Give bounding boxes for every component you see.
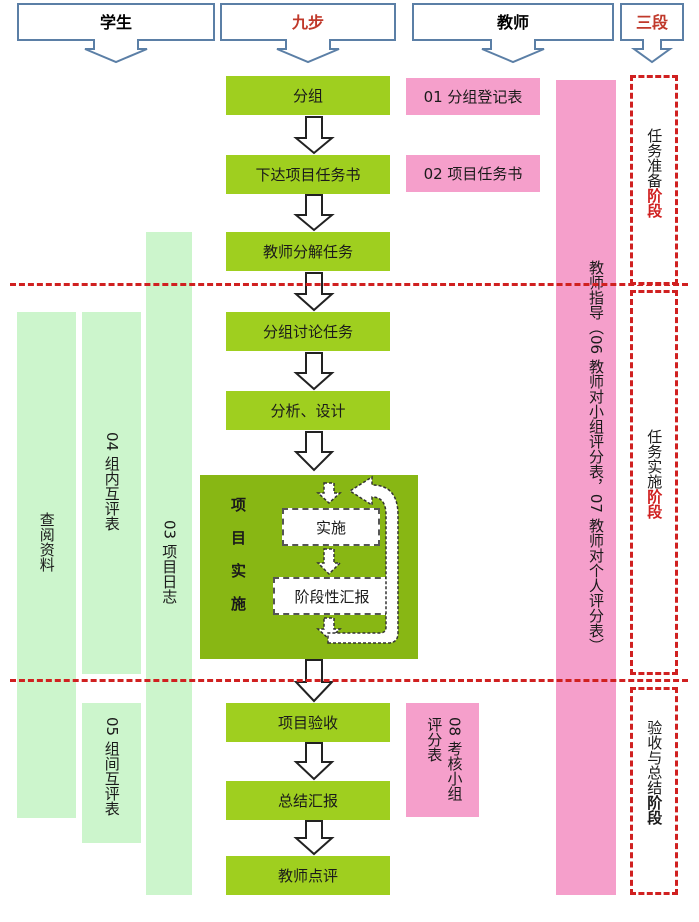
header-teacher-label: 教师 bbox=[496, 13, 529, 32]
project-impl-box: 项目实施 实施 阶段性汇报 bbox=[200, 475, 418, 659]
header-nine-steps-label: 九步 bbox=[291, 13, 324, 32]
header-student-label: 学生 bbox=[99, 13, 132, 32]
stage-implement-prefix: 任务实施 bbox=[645, 429, 664, 489]
stage-implement-suffix: 阶段 bbox=[645, 489, 664, 519]
step-grouping: 分组 bbox=[226, 76, 390, 115]
stage-prepare-suffix: 阶段 bbox=[645, 188, 664, 218]
header-arrow-shape bbox=[220, 3, 396, 64]
stage-implement: 任务实施阶段 bbox=[630, 290, 678, 675]
step-group-discuss: 分组讨论任务 bbox=[226, 312, 390, 351]
step-teacher-review: 教师点评 bbox=[226, 856, 390, 895]
strip-project-log-label: 03 项目日志 bbox=[160, 520, 179, 604]
step-teacher-decompose: 教师分解任务 bbox=[226, 232, 390, 271]
header-nine-steps: 九步 bbox=[220, 3, 396, 64]
header-three-stages-label: 三段 bbox=[635, 13, 668, 32]
strip-group-between-label: 05 组间互评表 bbox=[102, 717, 121, 816]
teacher-guidance-label: 教师指导（06 教师对小组评分表，07 教师对个人评分表） bbox=[587, 260, 605, 653]
stage-prepare-prefix: 任务准备 bbox=[645, 128, 664, 188]
loop-arrows bbox=[316, 475, 399, 644]
step-summary-report: 总结汇报 bbox=[226, 781, 390, 820]
sub-stage-report: 阶段性汇报 bbox=[273, 577, 391, 615]
strip-group-inner-label: 04 组内互评表 bbox=[102, 432, 121, 531]
stage-divider-2 bbox=[10, 679, 688, 682]
doc-08-assessment: 08 考核小组评分表 bbox=[406, 703, 479, 817]
doc-02-project-task: 02 项目任务书 bbox=[406, 155, 540, 192]
doc-08-label: 08 考核小组评分表 bbox=[425, 717, 464, 801]
header-arrow-shape bbox=[620, 3, 684, 64]
stage-accept-prefix: 验收与总结 bbox=[645, 720, 664, 795]
teacher-guidance-strip: 教师指导（06 教师对小组评分表，07 教师对个人评分表） bbox=[556, 80, 616, 895]
header-arrow-shape bbox=[17, 3, 215, 64]
stage-accept-summary: 验收与总结阶段 bbox=[630, 687, 678, 895]
down-arrow-icon bbox=[293, 820, 335, 856]
sub-implement: 实施 bbox=[282, 508, 380, 546]
strip-project-log: 03 项目日志 bbox=[146, 232, 192, 895]
strip-group-inner: 04 组内互评表 bbox=[82, 312, 141, 674]
strip-group-between: 05 组间互评表 bbox=[82, 703, 141, 843]
down-arrow-icon bbox=[293, 116, 335, 155]
step-project-accept: 项目验收 bbox=[226, 703, 390, 742]
down-arrow-icon bbox=[293, 194, 335, 232]
step-issue-task: 下达项目任务书 bbox=[226, 155, 390, 194]
down-arrow-icon bbox=[293, 742, 335, 781]
stage-accept-suffix: 阶段 bbox=[645, 795, 664, 825]
loop-back-arrow-icon bbox=[327, 475, 399, 644]
header-three-stages: 三段 bbox=[620, 3, 684, 64]
step-analysis-design: 分析、设计 bbox=[226, 391, 390, 430]
header-student: 学生 bbox=[17, 3, 215, 64]
header-arrow-shape bbox=[412, 3, 614, 64]
down-arrow-icon bbox=[293, 352, 335, 391]
down-arrow-icon bbox=[316, 482, 342, 505]
down-arrow-icon bbox=[293, 431, 335, 472]
down-arrow-icon bbox=[293, 272, 335, 312]
stage-divider-1 bbox=[10, 283, 688, 286]
header-teacher: 教师 bbox=[412, 3, 614, 64]
stage-prepare: 任务准备阶段 bbox=[630, 75, 678, 285]
doc-01-group-register: 01 分组登记表 bbox=[406, 78, 540, 115]
down-arrow-icon bbox=[316, 548, 342, 576]
project-impl-label: 项目实施 bbox=[229, 497, 247, 629]
strip-lookup: 查阅资料 bbox=[17, 312, 76, 818]
strip-lookup-label: 查阅资料 bbox=[37, 512, 56, 572]
